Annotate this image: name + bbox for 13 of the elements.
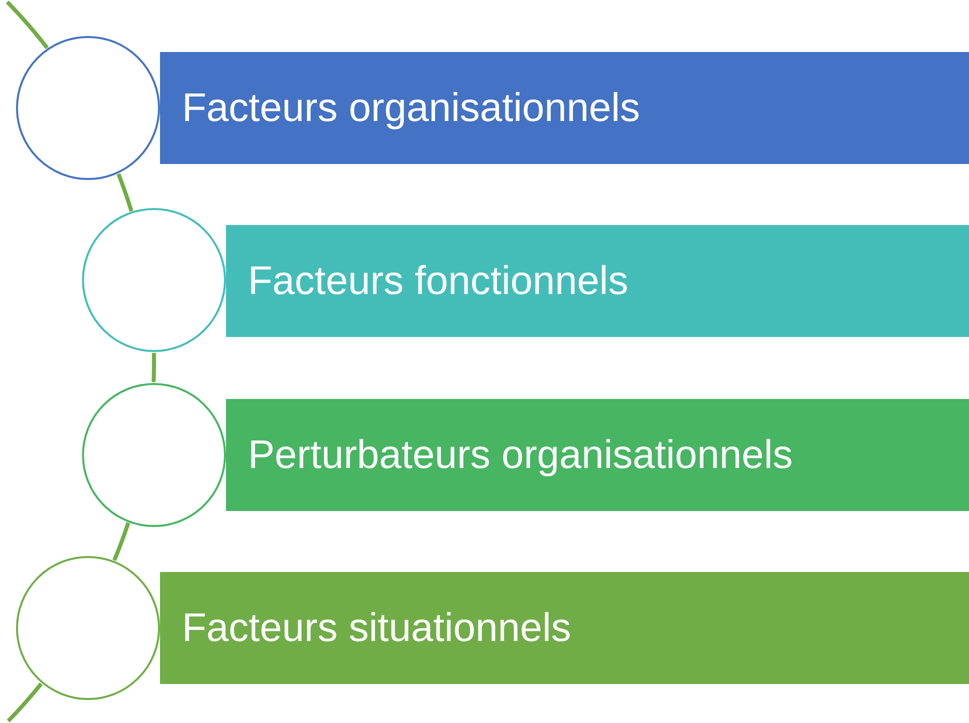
category-bar (226, 225, 969, 337)
connector-line (6, 682, 43, 722)
connector-line (152, 352, 156, 383)
category-bar (226, 399, 969, 511)
category-label: Facteurs fonctionnels (248, 258, 628, 304)
category-bar (160, 52, 969, 164)
category-bar (160, 572, 969, 684)
connector-line (6, 0, 49, 50)
category-label: Facteurs organisationnels (182, 86, 640, 130)
category-label: Perturbateurs organisationnels (248, 432, 793, 478)
connector-line (112, 522, 130, 562)
connector-line (116, 173, 134, 212)
category-label: Facteurs situationnels (182, 606, 572, 650)
